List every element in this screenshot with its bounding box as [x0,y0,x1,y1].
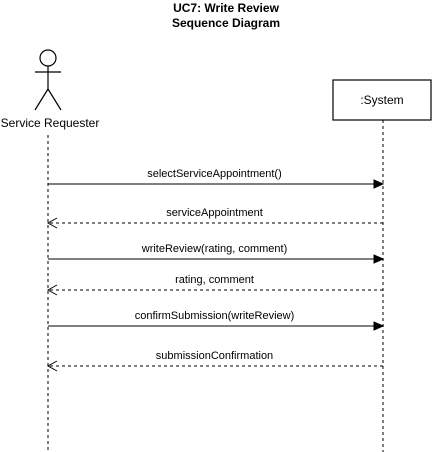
actor-name: Service Requester [1,116,100,130]
system-name: :System [360,93,403,107]
message-label: selectServiceAppointment() [147,168,282,180]
open-arrowhead [46,217,58,229]
actor-left-leg [34,88,49,111]
actor-head [39,49,57,67]
message-label: confirmSubmission(writeReview) [135,310,295,322]
message-6: submissionConfirmation [46,350,383,372]
message-4: rating, comment [46,274,383,296]
actor-figure [34,49,62,111]
diagram-title-line-2: Sequence Diagram [172,16,280,30]
message-5: confirmSubmission(writeReview) [48,310,385,331]
message-2: serviceAppointment [46,207,383,229]
open-arrowhead [46,360,58,372]
message-label: submissionConfirmation [156,350,273,362]
message-label: rating, comment [175,274,254,286]
filled-arrowhead [373,179,385,189]
messages-layer: selectServiceAppointment() serviceAppoint… [46,168,385,372]
message-3: writeReview(rating, comment) [48,243,385,264]
actor-right-leg [47,88,62,111]
message-label: serviceAppointment [166,207,263,219]
system-box [332,79,432,121]
open-arrowhead [46,284,58,296]
filled-arrowhead [373,321,385,331]
message-1: selectServiceAppointment() [48,168,385,189]
diagram-title-line-1: UC7: Write Review [173,1,279,15]
message-label: writeReview(rating, comment) [141,243,287,255]
filled-arrowhead [373,254,385,264]
